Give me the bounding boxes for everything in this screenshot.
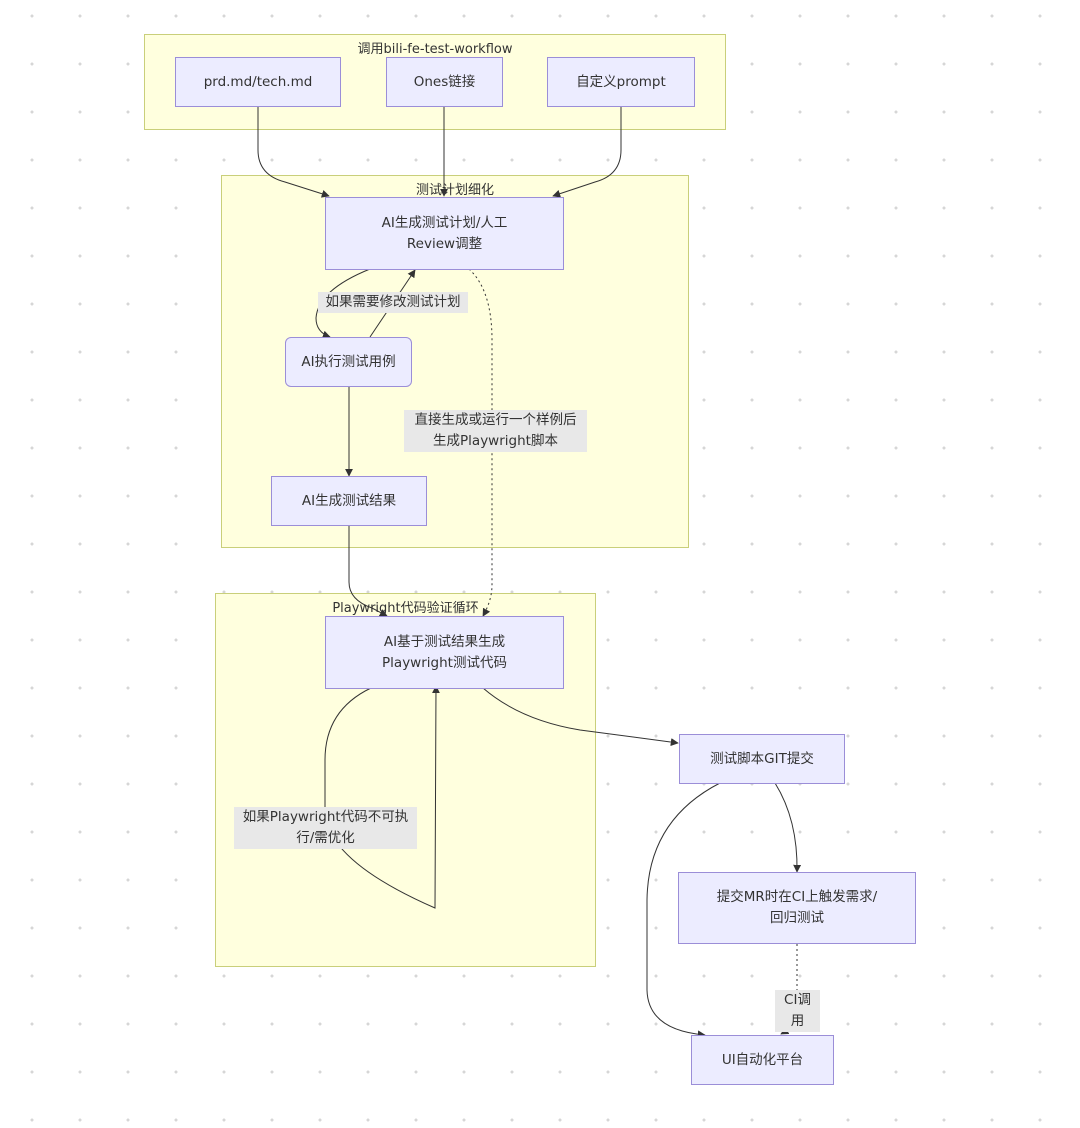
- node-generate-playwright-code[interactable]: AI基于测试结果生成 Playwright测试代码: [325, 616, 564, 689]
- node-generate-test-results[interactable]: AI生成测试结果: [271, 476, 427, 526]
- node-execute-test-cases[interactable]: AI执行测试用例: [285, 337, 412, 387]
- edge-label-ci-call: CI调用: [775, 990, 820, 1032]
- node-ones-link[interactable]: Ones链接: [386, 57, 503, 107]
- edge-label-direct-generate: 直接生成或运行一个样例后 生成Playwright脚本: [404, 410, 587, 452]
- cluster-playwright-loop-title: Playwright代码验证循环: [332, 601, 479, 616]
- edge-code-self-loop: [324, 685, 440, 909]
- node-mr-ci-trigger[interactable]: 提交MR时在CI上触发需求/ 回归测试: [678, 872, 916, 944]
- edge-git-to-platform: [646, 782, 721, 1039]
- edge-result-to-code: [348, 526, 388, 617]
- edge-plan-to-exec: [315, 268, 371, 339]
- cluster-invoke-title: 调用bili-fe-test-workflow: [357, 42, 513, 57]
- node-git-commit[interactable]: 测试脚本GIT提交: [679, 734, 845, 784]
- node-prd-tech-md[interactable]: prd.md/tech.md: [175, 57, 341, 107]
- edge-prd-to-plan: [257, 107, 330, 198]
- node-generate-test-plan[interactable]: AI生成测试计划/人工 Review调整: [325, 197, 564, 270]
- edge-git-to-mr: [774, 782, 802, 873]
- cluster-test-plan-title: 测试计划细化: [415, 183, 494, 198]
- node-custom-prompt[interactable]: 自定义prompt: [547, 57, 695, 107]
- edge-plan-to-code-dotted: [468, 268, 493, 617]
- edge-prompt-to-plan: [552, 107, 622, 198]
- edge-code-to-git: [482, 687, 679, 747]
- edge-label-modify-plan: 如果需要修改测试计划: [318, 292, 468, 313]
- edge-label-not-executable: 如果Playwright代码不可执 行/需优化: [234, 807, 417, 849]
- node-ui-automation-platform[interactable]: UI自动化平台: [691, 1035, 834, 1085]
